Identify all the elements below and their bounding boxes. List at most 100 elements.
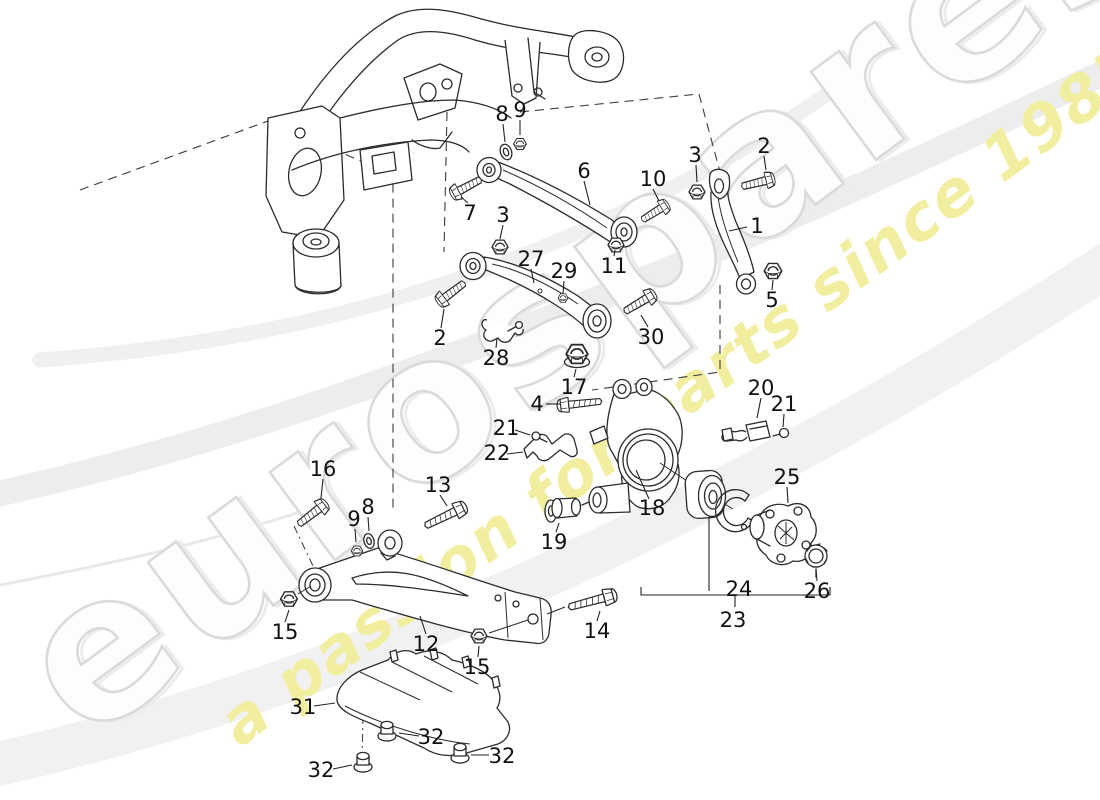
callout-part-20[interactable]: 20 — [748, 376, 775, 400]
nut-17 — [563, 343, 591, 369]
guide-cover-screw-axis — [361, 715, 364, 757]
arm-12-lower — [279, 495, 620, 645]
arm-6-upper-rod — [446, 137, 673, 253]
callout-part-26[interactable]: 26 — [804, 579, 831, 603]
callout-part-6[interactable]: 6 — [577, 159, 590, 183]
callout-part-27[interactable]: 27 — [518, 247, 545, 271]
callout-part-9[interactable]: 9 — [347, 507, 360, 531]
callout-part-24[interactable]: 24 — [726, 577, 753, 601]
callout-leader — [728, 226, 748, 232]
assembly-bracket-23: 23 — [640, 587, 831, 632]
callout-part-32[interactable]: 32 — [308, 758, 335, 782]
arm6-left-eye — [476, 156, 502, 184]
nut-15-left — [279, 591, 299, 607]
callout-part-21[interactable]: 21 — [493, 416, 520, 440]
callout-leader — [652, 188, 660, 202]
callout-leader — [555, 522, 560, 533]
callout-leader — [354, 528, 357, 543]
callout-leader — [495, 337, 498, 349]
arm-27-curved — [432, 239, 660, 414]
callout-part-8[interactable]: 8 — [361, 495, 374, 519]
callout-leader — [771, 279, 774, 291]
callout-part-11[interactable]: 11 — [601, 254, 628, 278]
callout-part-3[interactable]: 3 — [688, 143, 701, 167]
callout-leader — [332, 764, 353, 770]
callout-part-18[interactable]: 18 — [639, 496, 666, 520]
callout-part-7[interactable]: 7 — [463, 201, 476, 225]
callout-leader — [460, 196, 469, 204]
callout-part-25[interactable]: 25 — [774, 465, 801, 489]
clip-28 — [481, 319, 524, 343]
callout-leader — [596, 610, 601, 622]
callout-part-31[interactable]: 31 — [290, 695, 317, 719]
callout-part-1[interactable]: 1 — [750, 214, 763, 238]
callout-leader — [367, 516, 370, 532]
callout-part-13[interactable]: 13 — [425, 473, 452, 497]
callout-part-16[interactable]: 16 — [310, 457, 337, 481]
callout-part-3[interactable]: 3 — [496, 203, 509, 227]
nut-3-right — [688, 184, 706, 200]
callout-part-23[interactable]: 23 — [720, 608, 747, 632]
guide-subframe-to-link1 — [519, 93, 724, 184]
callout-part-10[interactable]: 10 — [640, 167, 667, 191]
callout-leader — [499, 224, 504, 240]
callout-leader — [613, 249, 616, 257]
nut-5 — [763, 262, 783, 280]
callout-leader — [502, 123, 506, 143]
callout-part-15[interactable]: 15 — [464, 655, 491, 679]
callout-part-14[interactable]: 14 — [584, 619, 611, 643]
subframe-bushing — [292, 228, 342, 295]
callout-leader — [786, 486, 789, 504]
guide-bolt16-axis — [293, 525, 314, 567]
link1-top-eye — [708, 168, 731, 200]
screw-32-mid — [377, 720, 397, 742]
callout-part-2[interactable]: 2 — [433, 326, 446, 350]
callout-leader — [440, 308, 445, 329]
callout-part-9[interactable]: 9 — [513, 98, 526, 122]
guide-subframe-to-arm27 — [443, 111, 448, 253]
callout-part-8[interactable]: 8 — [495, 102, 508, 126]
callout-part-21[interactable]: 21 — [771, 392, 798, 416]
callout-part-30[interactable]: 30 — [638, 325, 665, 349]
callout-part-4[interactable]: 4 — [530, 392, 543, 416]
nut-3-left — [491, 239, 509, 255]
screw-32-right — [450, 742, 470, 764]
callout-part-22[interactable]: 22 — [484, 441, 511, 465]
callout-part-15[interactable]: 15 — [272, 620, 299, 644]
callout-part-32[interactable]: 32 — [489, 744, 516, 768]
arm27-right-bushing — [582, 303, 612, 339]
nut-26 — [804, 543, 828, 578]
watermark-swoosh-edge — [0, 503, 322, 587]
callout-leader — [284, 609, 290, 623]
circlip — [714, 488, 754, 533]
screw-32-left — [353, 751, 373, 773]
subframe — [265, 8, 625, 295]
nut-29 — [557, 293, 569, 303]
callout-part-32[interactable]: 32 — [418, 725, 445, 749]
callout-part-2[interactable]: 2 — [757, 134, 770, 158]
washer-8-lower — [363, 532, 375, 550]
callout-part-5[interactable]: 5 — [765, 288, 778, 312]
callout-leader — [514, 429, 531, 436]
callout-part-12[interactable]: 12 — [413, 632, 440, 656]
nut-11 — [607, 237, 625, 253]
callout-part-17[interactable]: 17 — [561, 375, 588, 399]
callout-leader — [419, 615, 427, 635]
dashed-guides — [79, 93, 724, 757]
cover-31 — [336, 647, 511, 773]
nut-15-right — [470, 628, 488, 644]
subframe-left-bracket — [265, 105, 345, 239]
callout-leader — [756, 397, 762, 419]
callout-part-29[interactable]: 29 — [551, 259, 578, 283]
callout-leader — [640, 314, 649, 328]
arm12-front-eye — [377, 529, 403, 557]
sensor-20 — [721, 420, 790, 442]
callout-part-19[interactable]: 19 — [541, 530, 568, 554]
callout-leader — [313, 702, 336, 707]
callout-leader — [583, 180, 591, 206]
callout-part-28[interactable]: 28 — [483, 346, 510, 370]
